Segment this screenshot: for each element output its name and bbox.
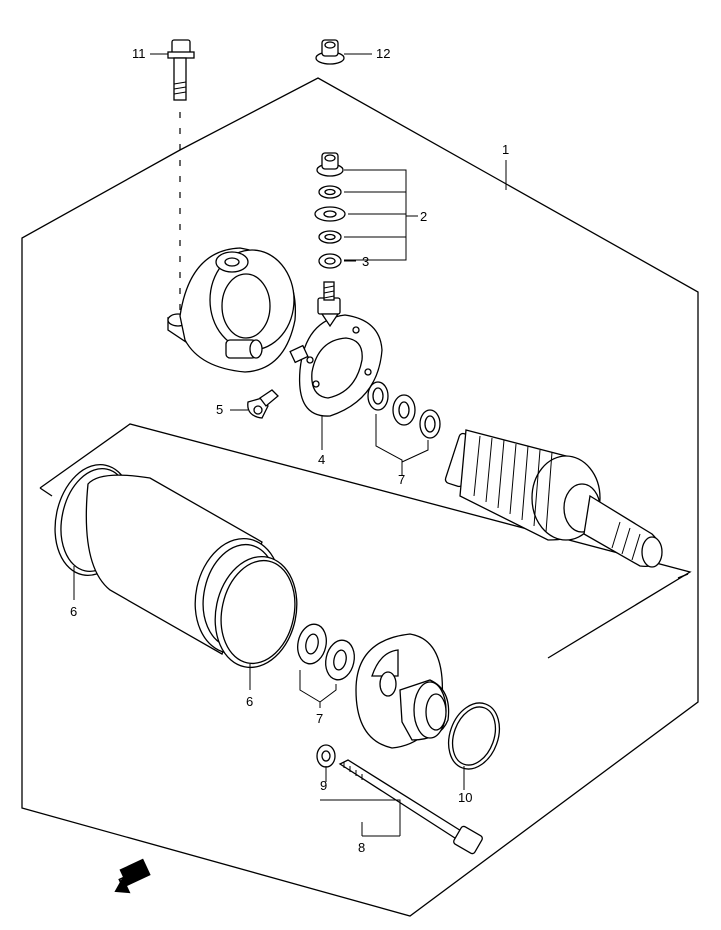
callout-6-right: 6 [246, 694, 253, 709]
o-ring-10[interactable] [440, 696, 508, 776]
callout-7-lower: 7 [316, 711, 323, 726]
brush-plate-4[interactable] [289, 281, 383, 417]
through-bolt-8[interactable] [338, 759, 483, 855]
fwd-arrow-icon: FWD [114, 858, 151, 894]
washer-9[interactable] [316, 744, 336, 768]
callout-3: 3 [362, 254, 369, 269]
rear-end-cover[interactable] [167, 247, 297, 373]
washer-2c[interactable] [318, 230, 342, 244]
shim-7e[interactable] [322, 638, 358, 683]
callout-5: 5 [216, 402, 223, 417]
assembly-outline-1 [21, 77, 699, 917]
washer-2b[interactable] [314, 206, 346, 222]
shim-7b[interactable] [392, 394, 416, 426]
callout-7-upper: 7 [398, 472, 405, 487]
callout-11: 11 [132, 46, 146, 61]
front-end-cover[interactable] [355, 633, 450, 749]
washer-2a[interactable] [318, 185, 342, 199]
callout-9: 9 [320, 778, 327, 793]
o-ring-6b[interactable] [205, 549, 307, 675]
bolt-11[interactable] [167, 39, 195, 101]
nut-12[interactable] [315, 39, 345, 65]
shim-7c[interactable] [419, 409, 441, 439]
callout-12: 12 [376, 46, 390, 61]
callout-10: 10 [458, 790, 472, 805]
clip-5[interactable] [247, 389, 279, 419]
callout-6-left: 6 [70, 604, 77, 619]
callout-8: 8 [358, 840, 365, 855]
inner-yoke-outline [39, 423, 692, 659]
shim-7d[interactable] [294, 622, 330, 667]
shim-7a[interactable] [367, 381, 389, 411]
terminal-nut[interactable] [316, 152, 344, 177]
fwd-label: FWD [116, 864, 149, 890]
callout-4: 4 [318, 452, 325, 467]
insulator-3[interactable] [318, 253, 342, 269]
callout-2: 2 [420, 209, 427, 224]
callout-1: 1 [502, 142, 509, 157]
armature[interactable] [444, 429, 663, 568]
